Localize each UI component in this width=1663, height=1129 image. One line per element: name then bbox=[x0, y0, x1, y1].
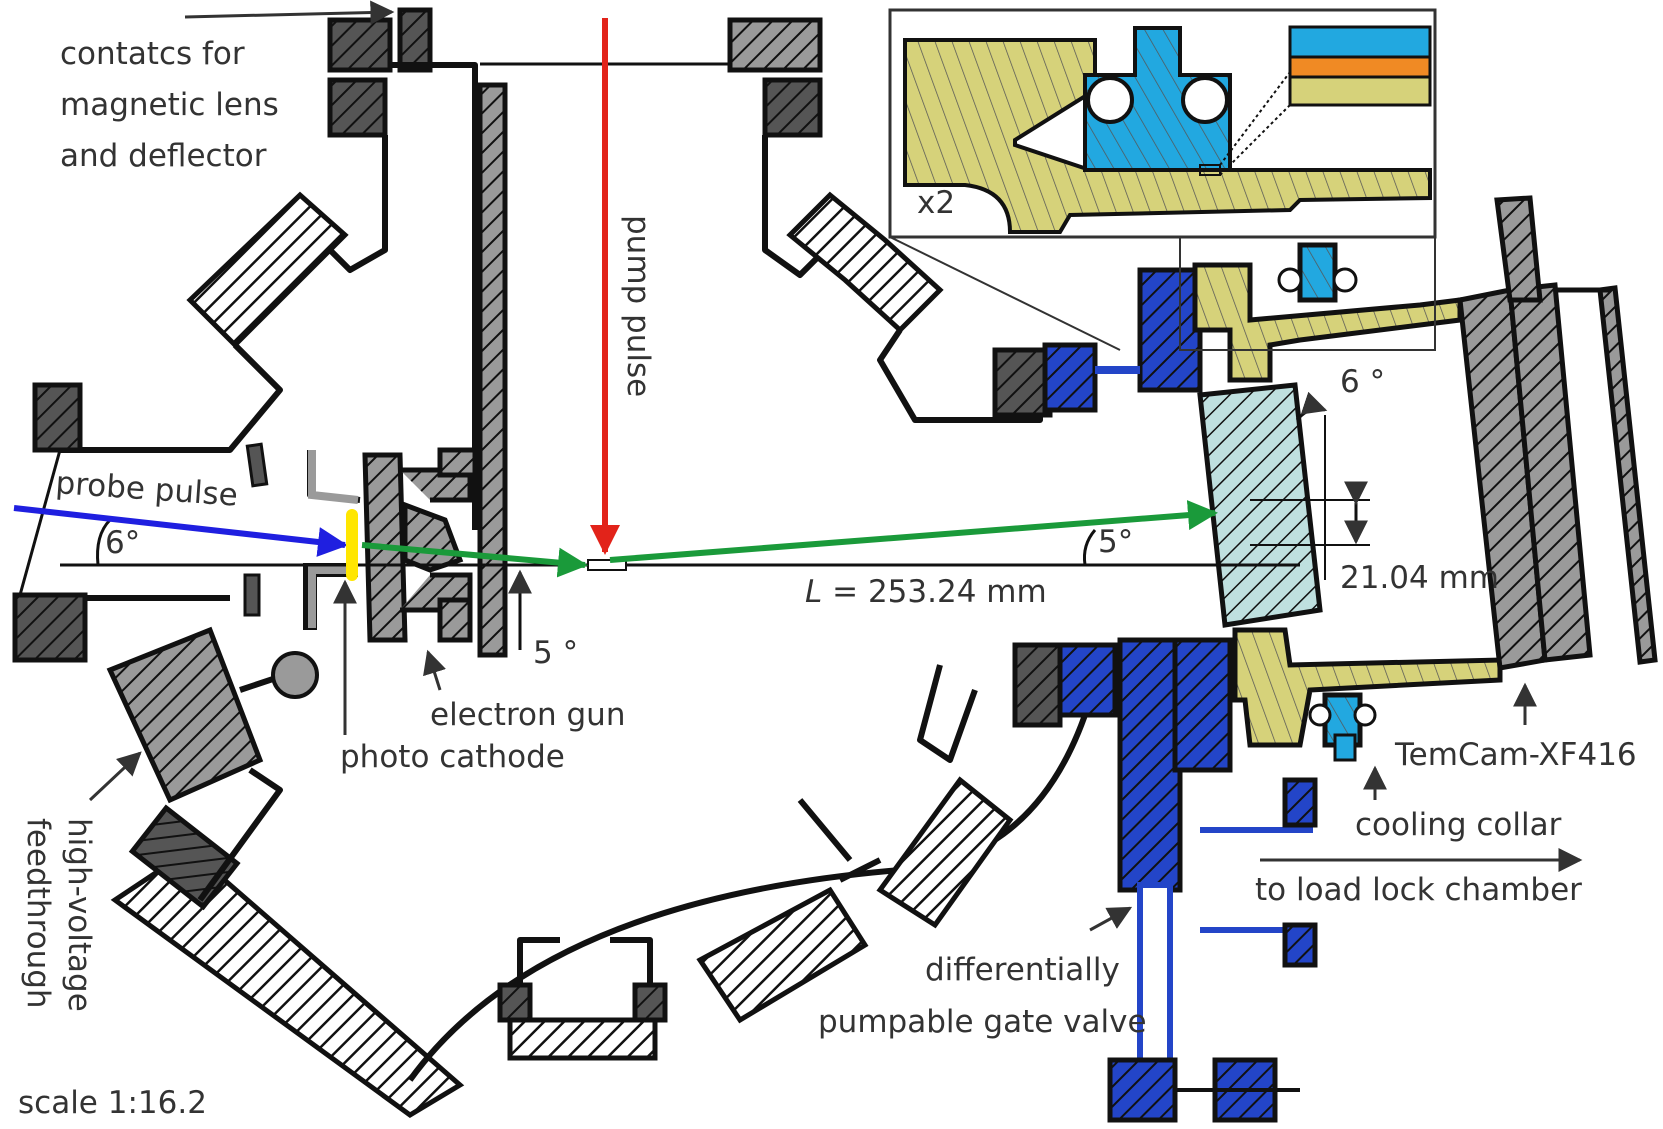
beams bbox=[13, 18, 1218, 581]
inset-zoom-label: x2 bbox=[917, 185, 955, 221]
gun-angle-label: 5 ° bbox=[533, 635, 578, 671]
camera-label: TemCam-XF416 bbox=[1394, 737, 1637, 773]
labels: contatcs for magnetic lens and deflector… bbox=[18, 36, 1637, 1121]
inset-cooling-collar bbox=[1083, 26, 1232, 172]
contacts-label-line1: contatcs for bbox=[60, 36, 245, 72]
length-symbol: L bbox=[805, 574, 822, 610]
gate-valve-label-line2: pumpable gate valve bbox=[818, 1004, 1147, 1040]
cooling-collar-label: cooling collar bbox=[1355, 807, 1562, 843]
contacts-label-line2: magnetic lens bbox=[60, 87, 279, 123]
electron-gun bbox=[243, 442, 478, 643]
probe-angle-label: 6° bbox=[105, 525, 140, 561]
pump-pulse-label: pump pulse bbox=[620, 215, 656, 397]
main-chamber bbox=[12, 7, 1203, 1118]
length-label: L = 253.24 mm bbox=[805, 574, 1047, 610]
electron-beam-2 bbox=[609, 500, 1218, 563]
detector-angle-label: 6 ° bbox=[1340, 364, 1385, 400]
probe-pulse-label: probe pulse bbox=[54, 465, 239, 514]
load-lock-label: to load lock chamber bbox=[1255, 872, 1582, 908]
hv-feedthrough-line2: feedthrough bbox=[20, 818, 56, 1009]
contacts-label-line3: and deflector bbox=[60, 138, 267, 174]
inset-detail: x2 bbox=[888, 8, 1437, 351]
sample bbox=[587, 559, 627, 571]
inset-layer-blue bbox=[1288, 25, 1432, 59]
annotation-arrows bbox=[88, 0, 1583, 932]
inset-layer-olive bbox=[1288, 75, 1432, 107]
length-value: = 253.24 mm bbox=[822, 574, 1046, 610]
scale-label: scale 1:16.2 bbox=[18, 1085, 207, 1121]
inset-olive-collar bbox=[903, 38, 1432, 234]
gate-valve-label-line1: differentially bbox=[925, 952, 1120, 988]
offset-label: 21.04 mm bbox=[1340, 560, 1499, 596]
hv-feedthrough-line1: high-voltage bbox=[61, 818, 97, 1012]
probe-pulse-beam bbox=[13, 505, 348, 557]
detector-assembly bbox=[1192, 195, 1658, 762]
inset-layer-orange bbox=[1288, 55, 1432, 79]
optical-axis bbox=[60, 391, 1370, 650]
beam-angle-label: 5° bbox=[1098, 524, 1133, 560]
electron-beam-1 bbox=[361, 542, 588, 578]
electron-gun-label: electron gun bbox=[430, 697, 625, 733]
gate-valve bbox=[1107, 637, 1318, 1123]
photo-cathode-label: photo cathode bbox=[340, 739, 565, 775]
